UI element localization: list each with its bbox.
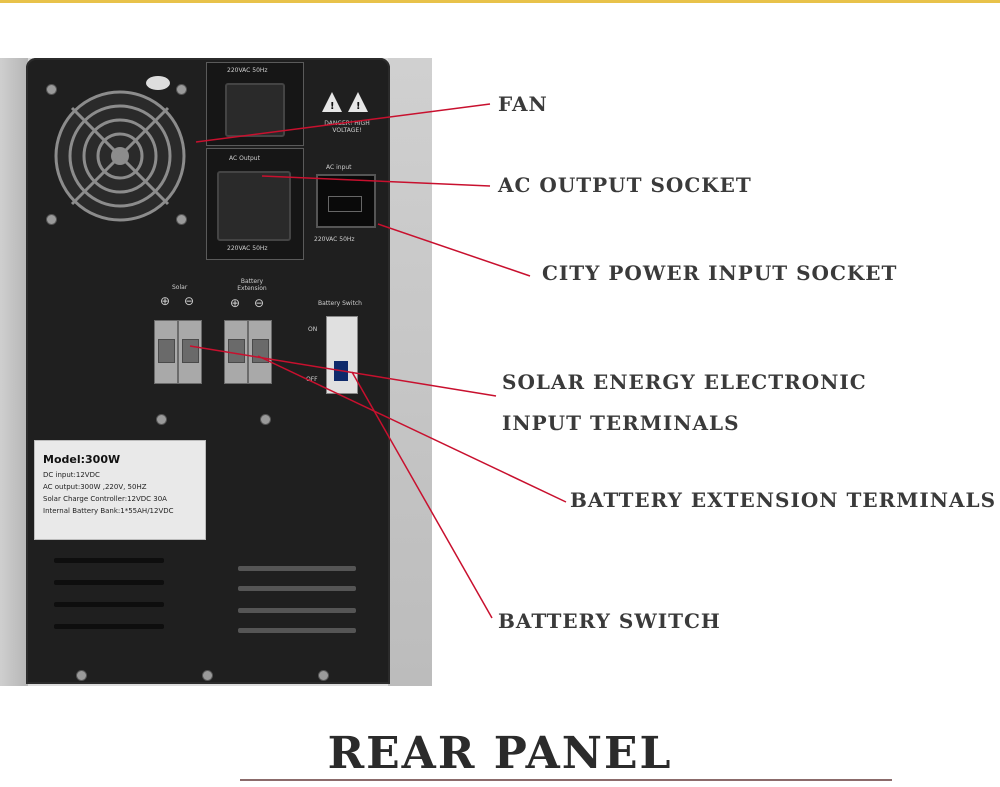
nameplate-line: DC input:12VDC [43, 471, 100, 479]
nameplate-line: Solar Charge Controller:12VDC 30A [43, 495, 167, 503]
screw [46, 214, 57, 225]
nameplate-line: Internal Battery Bank:1*55AH/12VDC [43, 507, 174, 515]
screw [176, 84, 187, 95]
ac-input-rating: 220VAC 50Hz [314, 236, 355, 243]
solar-breaker-positive[interactable] [154, 320, 178, 384]
battery-switch-leader-line [351, 371, 493, 619]
universal-socket-top [225, 83, 285, 137]
solar-label: Solar [172, 284, 188, 291]
socket-box-bottom: AC Output 220VAC 50Hz [206, 148, 304, 260]
svg-text:!: ! [330, 101, 335, 112]
screw [176, 214, 187, 225]
callout-solar-line-1: SOLAR ENERGY ELECTRONIC [502, 370, 867, 394]
ac-input-socket [316, 174, 376, 228]
screw [156, 414, 167, 425]
fan-leader-line [195, 103, 491, 143]
model-nameplate: Model:300W DC input:12VDC AC output:300W… [34, 440, 206, 540]
ac-output-label: AC Output [229, 155, 260, 162]
fan-grille-icon [54, 90, 186, 222]
city-power-leader-line [377, 223, 531, 277]
screw [76, 670, 87, 681]
battery-ext-minus-sign: ⊖ [254, 296, 265, 310]
switch-off-label: OFF [306, 376, 318, 383]
ac-input-label: AC input [326, 164, 352, 171]
photo-background-left [0, 58, 28, 686]
vent-slot [54, 624, 164, 629]
solar-plus-sign: ⊕ [160, 294, 171, 308]
callout-ac-output-socket: AC OUTPUT SOCKET [498, 173, 752, 197]
callout-solar-line-2: INPUT TERMINALS [502, 411, 740, 435]
battery-extension-breaker-negative[interactable] [248, 320, 272, 384]
top-rule [0, 0, 1000, 3]
photo-background-right [388, 58, 432, 686]
solar-leader-line [189, 345, 497, 397]
screw [260, 414, 271, 425]
sticker [146, 76, 170, 90]
svg-text:!: ! [356, 101, 361, 112]
callout-fan: FAN [498, 92, 548, 116]
vent-slot [238, 608, 356, 613]
vent-slot [54, 558, 164, 563]
warning-label: DANGER! HIGH VOLTAGE! [324, 120, 370, 134]
battery-switch[interactable] [326, 316, 358, 394]
battery-ext-plus-sign: ⊕ [230, 296, 241, 310]
screw [46, 84, 57, 95]
title-underline [240, 779, 892, 781]
battery-extension-label: Battery Extension [237, 278, 267, 292]
product-photo: 220VAC 50Hz ! ! DANGER! HIGH VOLTAGE! AC… [0, 58, 432, 686]
solar-minus-sign: ⊖ [184, 294, 195, 308]
vent-slot [238, 628, 356, 633]
screw [318, 670, 329, 681]
socket-box-top: 220VAC 50Hz [206, 62, 304, 146]
vent-slot [238, 586, 356, 591]
solar-breaker-negative[interactable] [178, 320, 202, 384]
socket-top-rating: 220VAC 50Hz [227, 67, 268, 74]
inverter-rear-panel: 220VAC 50Hz ! ! DANGER! HIGH VOLTAGE! AC… [26, 58, 390, 684]
ac-output-socket [217, 171, 291, 241]
nameplate-model: Model:300W [43, 453, 121, 466]
battery-extension-leader-line [257, 355, 567, 503]
high-voltage-warning-icon: ! ! [322, 92, 368, 112]
callout-city-power-input-socket: CITY POWER INPUT SOCKET [542, 261, 898, 285]
socket-bottom-rating: 220VAC 50Hz [227, 245, 268, 252]
callout-battery-switch: BATTERY SWITCH [498, 609, 721, 633]
vent-slot [54, 602, 164, 607]
vent-slot [238, 566, 356, 571]
page-title: REAR PANEL [327, 728, 673, 779]
ac-output-leader-line [261, 175, 491, 187]
nameplate-line: AC output:300W ,220V, 50HZ [43, 483, 147, 491]
battery-switch-label: Battery Switch [318, 300, 362, 307]
callout-battery-extension-terminals: BATTERY EXTENSION TERMINALS [570, 488, 997, 512]
switch-on-label: ON [308, 326, 318, 333]
vent-slot [54, 580, 164, 585]
screw [202, 670, 213, 681]
